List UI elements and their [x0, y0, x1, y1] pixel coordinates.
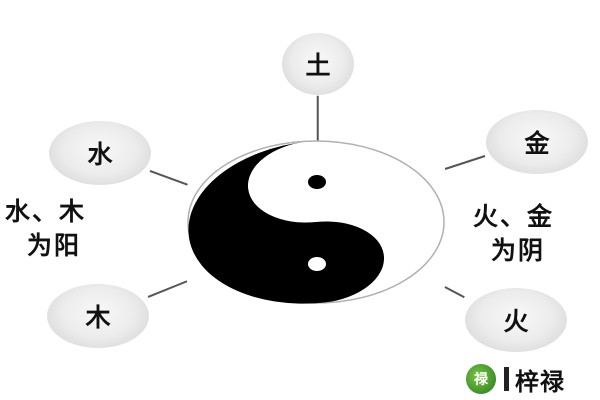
- element-earth-bubble: 土: [282, 33, 354, 95]
- element-metal-label: 金: [524, 129, 550, 158]
- yang-caption: 水、木 为阳: [5, 195, 86, 263]
- element-water-bubble: 水: [49, 121, 151, 185]
- logo-brand-text: 梓禄: [515, 367, 565, 396]
- watermark-logo: 禄 梓禄: [466, 360, 600, 398]
- yang-caption-line2: 为阳: [27, 231, 82, 260]
- logo-badge-icon: 禄: [466, 364, 496, 394]
- element-water-label: 水: [87, 140, 113, 169]
- connector-earth: [317, 95, 319, 141]
- yang-caption-line1: 水、木: [5, 197, 87, 226]
- yin-yang-icon: [187, 140, 445, 304]
- element-fire-label: 火: [503, 307, 529, 336]
- yin-caption-line1: 火、金: [473, 202, 555, 231]
- connector-water: [149, 170, 188, 186]
- element-metal-bubble: 金: [486, 110, 588, 174]
- element-fire-bubble: 火: [465, 288, 567, 352]
- yin-caption-line2: 为阴: [491, 236, 546, 265]
- element-wood-label: 木: [85, 303, 111, 332]
- element-wood-bubble: 木: [47, 284, 149, 348]
- connector-fire: [444, 286, 465, 298]
- logo-separator: [504, 367, 509, 391]
- yin-caption: 火、金 为阴: [473, 200, 554, 268]
- element-earth-label: 土: [305, 51, 331, 80]
- connector-metal: [444, 155, 486, 170]
- connector-wood: [147, 280, 188, 298]
